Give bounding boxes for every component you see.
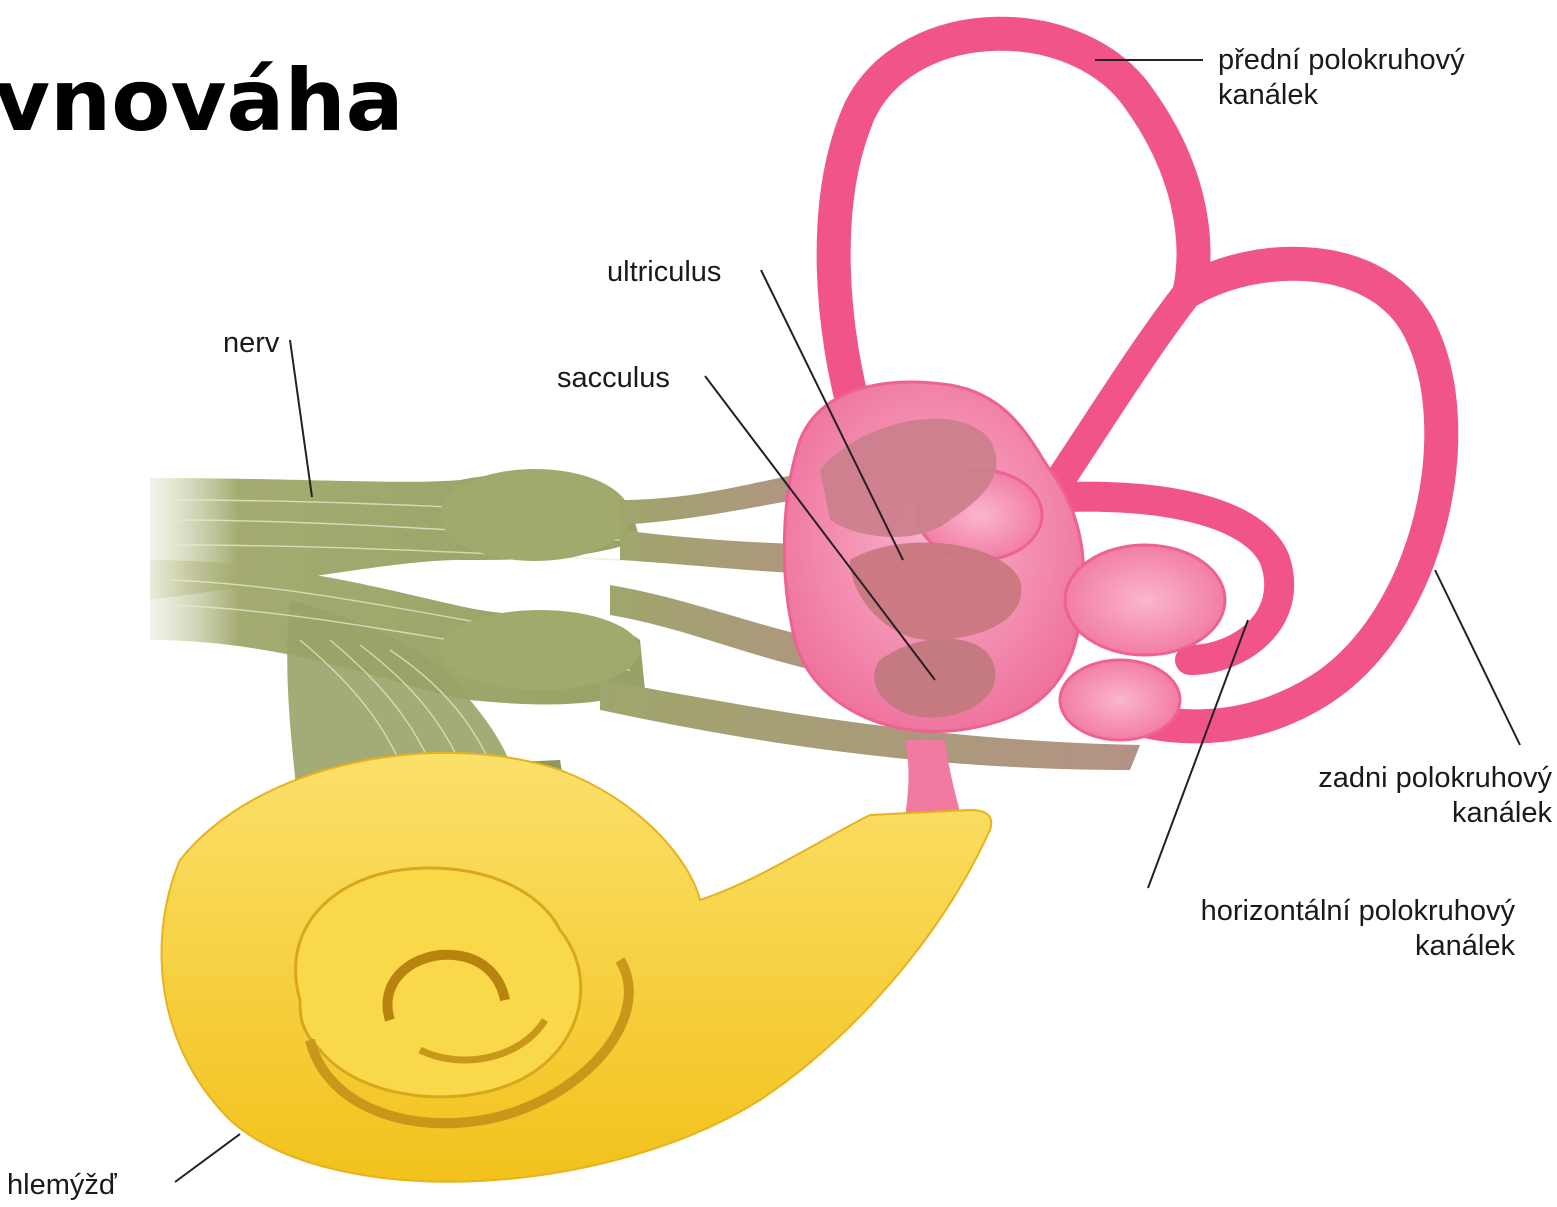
page-title: vnováha (0, 58, 404, 144)
label-anterior-canal-line2: kanálek (1218, 78, 1465, 113)
label-horizontal-canal-line2: kanálek (1201, 929, 1515, 964)
label-posterior-canal-line2: kanálek (1318, 796, 1552, 831)
label-anterior-canal: přední polokruhový kanálek (1218, 43, 1465, 113)
label-posterior-canal-line1: zadni polokruhový (1318, 761, 1552, 796)
label-posterior-canal: zadni polokruhový kanálek (1318, 761, 1552, 831)
cochlea (162, 753, 992, 1182)
label-horizontal-canal-line1: horizontální polokruhový (1201, 894, 1515, 929)
label-nerve: nerv (223, 326, 279, 361)
label-horizontal-canal: horizontální polokruhový kanálek (1201, 894, 1515, 964)
label-utriculus: ultriculus (607, 255, 721, 290)
label-cochlea: hlemýžď (7, 1168, 117, 1203)
label-sacculus: sacculus (557, 361, 670, 396)
label-anterior-canal-line1: přední polokruhový (1218, 43, 1465, 78)
